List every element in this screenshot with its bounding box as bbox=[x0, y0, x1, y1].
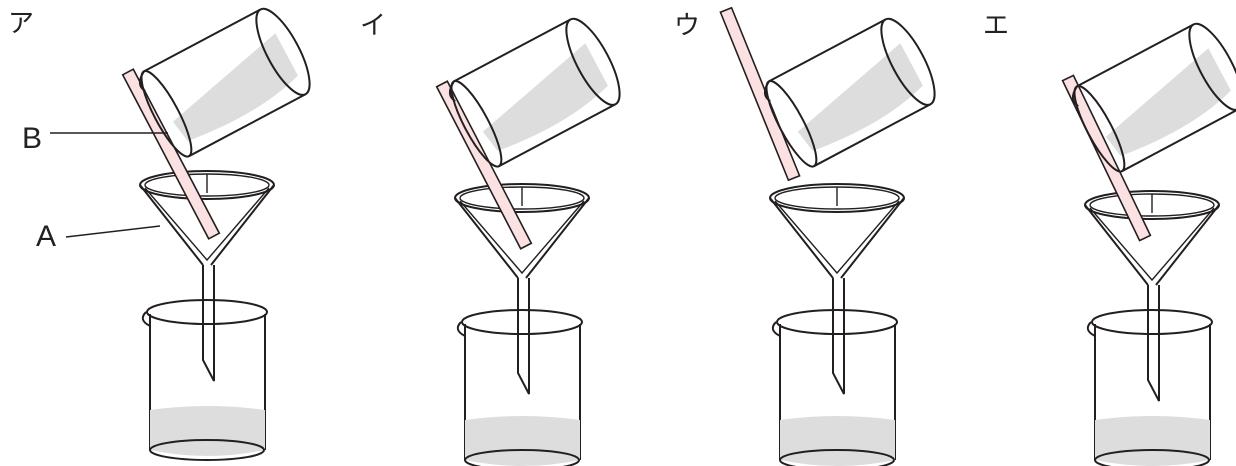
filtrate-liquid bbox=[465, 416, 580, 466]
pouring-beaker bbox=[1071, 22, 1236, 173]
funnel bbox=[1084, 190, 1220, 402]
filtrate-liquid bbox=[1095, 416, 1210, 466]
funnel bbox=[454, 183, 590, 395]
filtration-panel: エ bbox=[983, 11, 1236, 466]
receiving-beaker bbox=[771, 309, 898, 466]
filtration-panel: イ bbox=[360, 11, 621, 466]
receiving-beaker bbox=[141, 299, 268, 461]
glass-rod bbox=[435, 80, 533, 250]
pouring-beaker bbox=[138, 7, 311, 158]
pouring-beaker bbox=[448, 17, 621, 168]
receiving-beaker bbox=[1086, 309, 1213, 466]
glass-rod bbox=[1061, 74, 1152, 242]
panel-label: ア bbox=[8, 9, 34, 39]
glass-rod bbox=[121, 68, 221, 240]
part-label: B bbox=[22, 122, 42, 155]
filtrate-liquid bbox=[150, 406, 265, 456]
glass-rod bbox=[719, 6, 801, 182]
filtrate-liquid bbox=[780, 416, 895, 466]
pouring-beaker bbox=[763, 17, 936, 168]
panel-label: イ bbox=[360, 11, 386, 41]
panel-label: ウ bbox=[674, 11, 700, 41]
leader-line bbox=[65, 225, 161, 238]
funnel bbox=[769, 183, 905, 395]
receiving-beaker bbox=[456, 309, 583, 466]
part-label: A bbox=[36, 220, 56, 253]
filtration-panel: ア B A bbox=[8, 7, 311, 461]
funnel bbox=[139, 170, 275, 382]
filtration-panel: ウ bbox=[674, 6, 936, 466]
panel-label: エ bbox=[983, 11, 1009, 41]
